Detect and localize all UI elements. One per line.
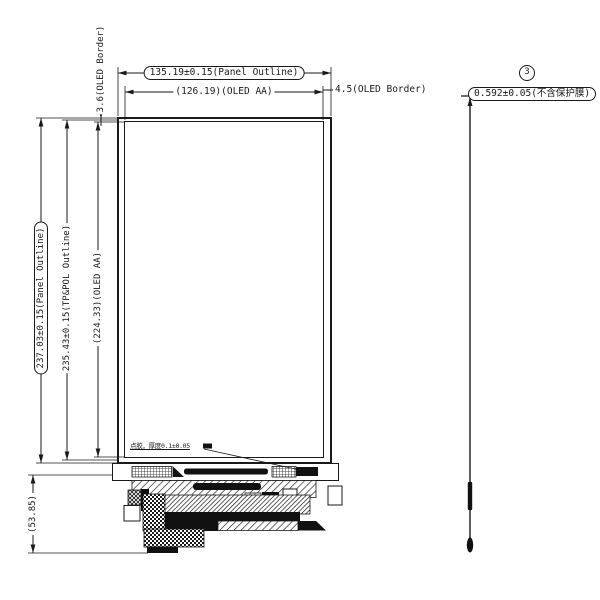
panel-side-view <box>461 95 479 553</box>
panel-front-view <box>117 117 332 464</box>
dim-fpc-fold-length: (53.85) <box>27 493 39 535</box>
dim-oled-aa-width: (126.19)(OLED AA) <box>173 86 275 98</box>
extension-lines <box>28 67 332 554</box>
dim-oled-border-right: 4.5(OLED Border) <box>333 84 429 96</box>
dim-tppol-outline-height: 235.43±0.15(TP&POL Outline) <box>61 222 73 374</box>
dim-thickness: 0.592±0.05(不含保护膜) <box>468 87 597 101</box>
dim-panel-outline-height: 237.03±0.15(Panel Outline) <box>34 221 48 375</box>
fpc-assembly <box>112 443 343 553</box>
panel-outline <box>117 117 332 464</box>
glue-leader-line <box>203 448 301 471</box>
side-view-stiffener <box>467 482 473 510</box>
glue-marker <box>203 443 212 449</box>
dim-oled-aa-height: (224.33)(OLED AA) <box>92 249 104 347</box>
dim-oled-border-top: 3.6(OLED Border) <box>95 23 107 115</box>
callout-circle-3: 3 <box>519 65 535 81</box>
side-view-fpc-tail <box>466 537 474 553</box>
dim-panel-outline-width: 135.19±0.15(Panel Outline) <box>143 66 305 80</box>
oled-aa-outline <box>124 121 324 458</box>
glue-dispense-note: 点胶，厚度0.1±0.05 <box>130 442 190 450</box>
